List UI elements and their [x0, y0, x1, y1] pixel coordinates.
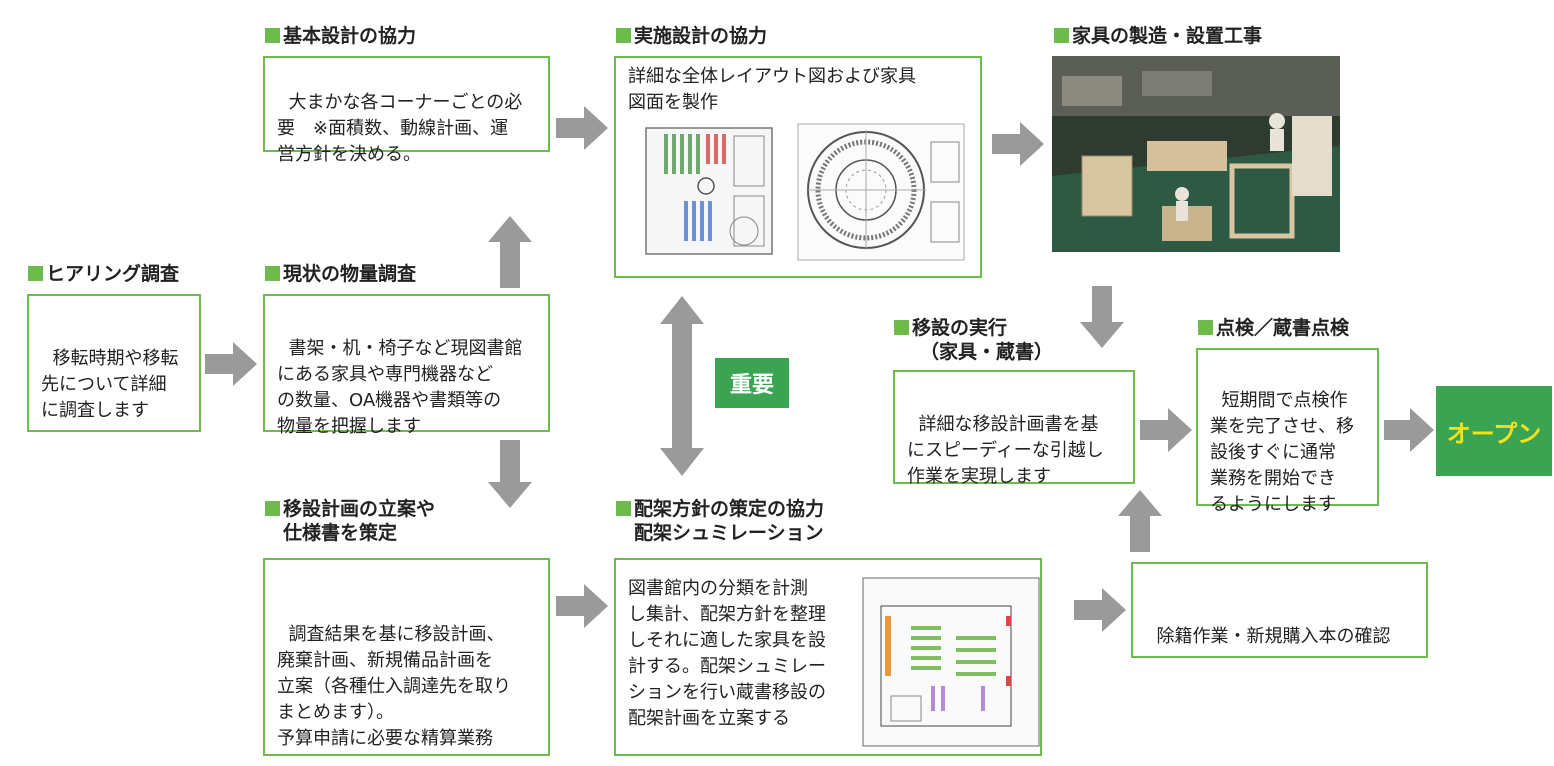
- floor-plan-drawing: [645, 127, 773, 255]
- title-shelving: 配架方針の策定の協力 配架シュミレーション: [616, 497, 824, 545]
- arrow-right-icon: [205, 342, 257, 386]
- title-basic-design: 基本設計の協力: [265, 24, 416, 48]
- arrow-up-icon: [1118, 490, 1162, 552]
- box-relocation-plan: 調査結果を基に移設計画、 廃棄計画、新規備品計画を 立案（各種仕入調達先を取り …: [263, 558, 550, 756]
- arrow-right-icon: [1074, 588, 1126, 632]
- arrow-down-icon: [488, 440, 532, 508]
- furniture-workshop-photo: [1052, 56, 1340, 252]
- box-current: 書架・机・椅子など現図書館 にある家具や専門機器など の数量、OA機器や書類等の…: [263, 294, 550, 437]
- title-current: 現状の物量調査: [265, 262, 416, 286]
- green-square-icon: [1054, 28, 1069, 43]
- arrow-updown-icon: [660, 296, 704, 476]
- arrow-down-icon: [1080, 286, 1124, 348]
- green-square-icon: [265, 28, 280, 43]
- title-detail-design: 実施設計の協力: [616, 24, 767, 48]
- box-detail-design: 詳細な全体レイアウト図および家具 図面を製作: [614, 56, 982, 278]
- title-inspection: 点検／蔵書点検: [1198, 316, 1349, 340]
- title-hearing: ヒアリング調査: [28, 262, 179, 286]
- important-badge: 重要: [715, 358, 789, 408]
- arrow-up-icon: [488, 216, 532, 288]
- green-square-icon: [28, 266, 43, 281]
- green-square-icon: [894, 320, 909, 335]
- title-move: 移設の実行 （家具・蔵書）: [894, 316, 1053, 364]
- green-square-icon: [265, 266, 280, 281]
- shelving-layout-drawing: [862, 577, 1040, 747]
- box-hearing: 移転時期や移転 先について詳細 に調査します: [27, 294, 201, 432]
- title-relocation-plan: 移設計画の立案や 仕様書を策定: [265, 497, 435, 545]
- circular-plan-drawing: [797, 123, 965, 261]
- title-furniture: 家具の製造・設置工事: [1054, 24, 1262, 48]
- box-removal: 除籍作業・新規購入本の確認: [1131, 562, 1428, 658]
- box-basic-design: 大まかな各コーナーごとの必 要 ※面積数、動線計画、運 営方針を決める。: [263, 56, 550, 165]
- box-inspection: 短期間で点検作 業を完了させ、移 設後すぐに通常 業務を開始でき るようにします: [1196, 348, 1379, 515]
- arrow-right-icon: [556, 584, 608, 628]
- green-square-icon: [265, 501, 280, 516]
- green-square-icon: [1198, 320, 1213, 335]
- arrow-right-icon: [556, 106, 608, 150]
- arrow-right-icon: [1140, 408, 1192, 452]
- arrow-right-icon: [992, 122, 1044, 166]
- green-square-icon: [616, 501, 631, 516]
- arrow-right-icon: [1384, 408, 1434, 452]
- open-badge: オープン: [1436, 386, 1552, 476]
- box-shelving: 図書館内の分類を計測 し集計、配架方針を整理 しそれに適した家具を設 計する。配…: [614, 558, 1042, 756]
- green-square-icon: [616, 28, 631, 43]
- box-move: 詳細な移設計画書を基 にスピーディーな引越し 作業を実現します: [893, 370, 1135, 487]
